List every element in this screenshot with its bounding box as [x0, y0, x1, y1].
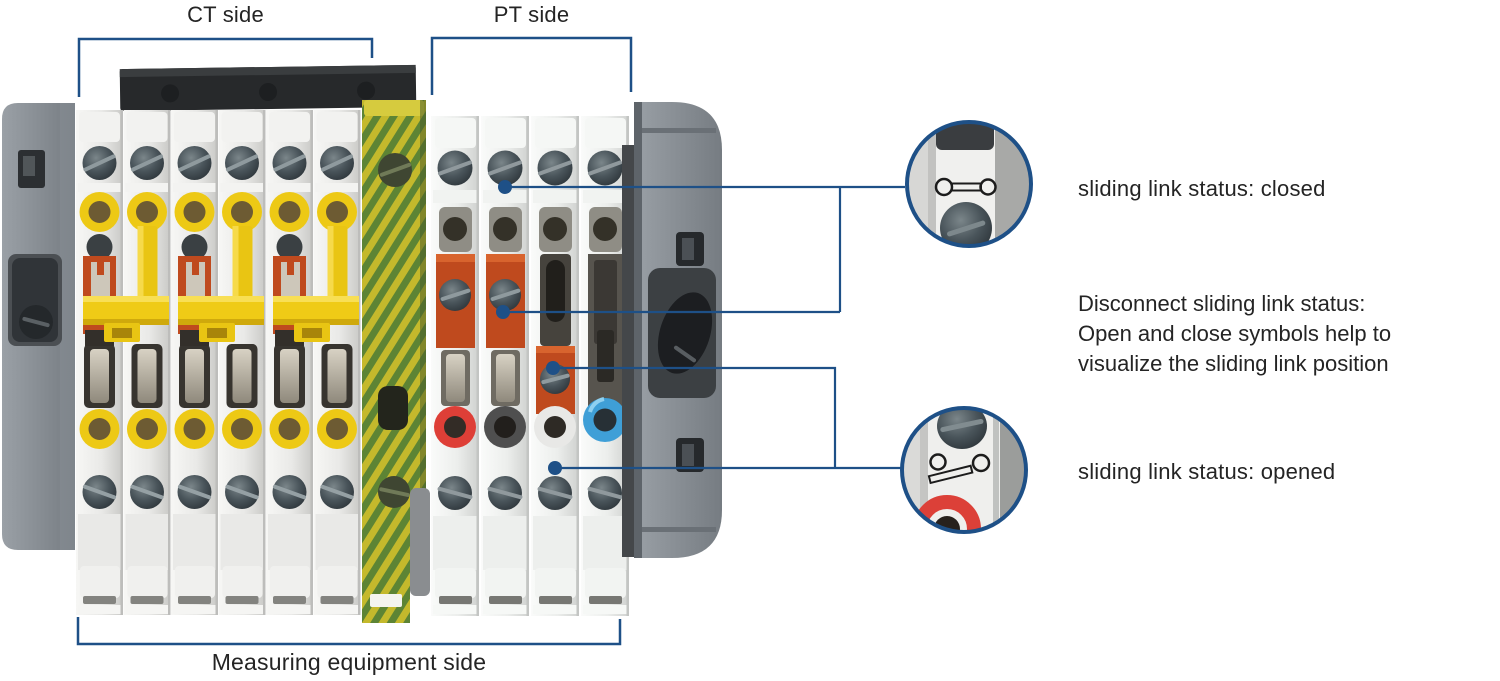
pt-link-closed-2 [484, 254, 526, 448]
ct-side-label: CT side [187, 2, 264, 27]
pt-link-closed-1 [434, 254, 476, 448]
closed-link-symbol-icon [934, 177, 997, 197]
callout-dot-opened-link [546, 361, 560, 375]
opened-link-symbol-icon [927, 453, 991, 485]
disconnect-status-line3: visualize the sliding link position [1078, 351, 1389, 376]
left-end-clamp [2, 103, 75, 550]
pt-side-bracket [430, 36, 633, 95]
measuring-side-bracket [76, 617, 622, 646]
pt-side-label: PT side [493, 2, 570, 27]
opened-status-magnifier [900, 406, 1028, 534]
right-end-clamp [622, 102, 722, 558]
annotation-brackets [76, 36, 633, 646]
measuring-side-label: Measuring equipment side [211, 649, 487, 675]
ct-sliding-link-3 [273, 226, 359, 346]
callout-dot-closed-symbol [498, 180, 512, 194]
marking-strip [119, 64, 417, 112]
ct-terminal-blocks [76, 110, 361, 615]
pt-link-opened-3 [534, 254, 576, 448]
disconnect-status-line2: Open and close symbols help to [1078, 321, 1392, 346]
disconnect-status-text: Disconnect sliding link status: Open and… [1078, 289, 1391, 379]
callout-connectors [496, 180, 905, 475]
ct-sliding-link-1 [83, 226, 169, 346]
ground-terminal [362, 100, 430, 623]
pt-terminal-blocks [431, 116, 629, 616]
closed-status-label: sliding link status: closed [1078, 176, 1326, 201]
pt-terminal-4-detail [583, 254, 627, 442]
callout-dot-opened-symbol [548, 461, 562, 475]
closed-status-magnifier [905, 120, 1033, 248]
ct-sliding-link-2 [178, 226, 264, 346]
opened-status-label: sliding link status: opened [1078, 459, 1336, 484]
disconnect-status-line1: Disconnect sliding link status: [1078, 291, 1366, 316]
callout-dot-closed-link [496, 305, 510, 319]
ct-side-bracket [77, 37, 374, 97]
